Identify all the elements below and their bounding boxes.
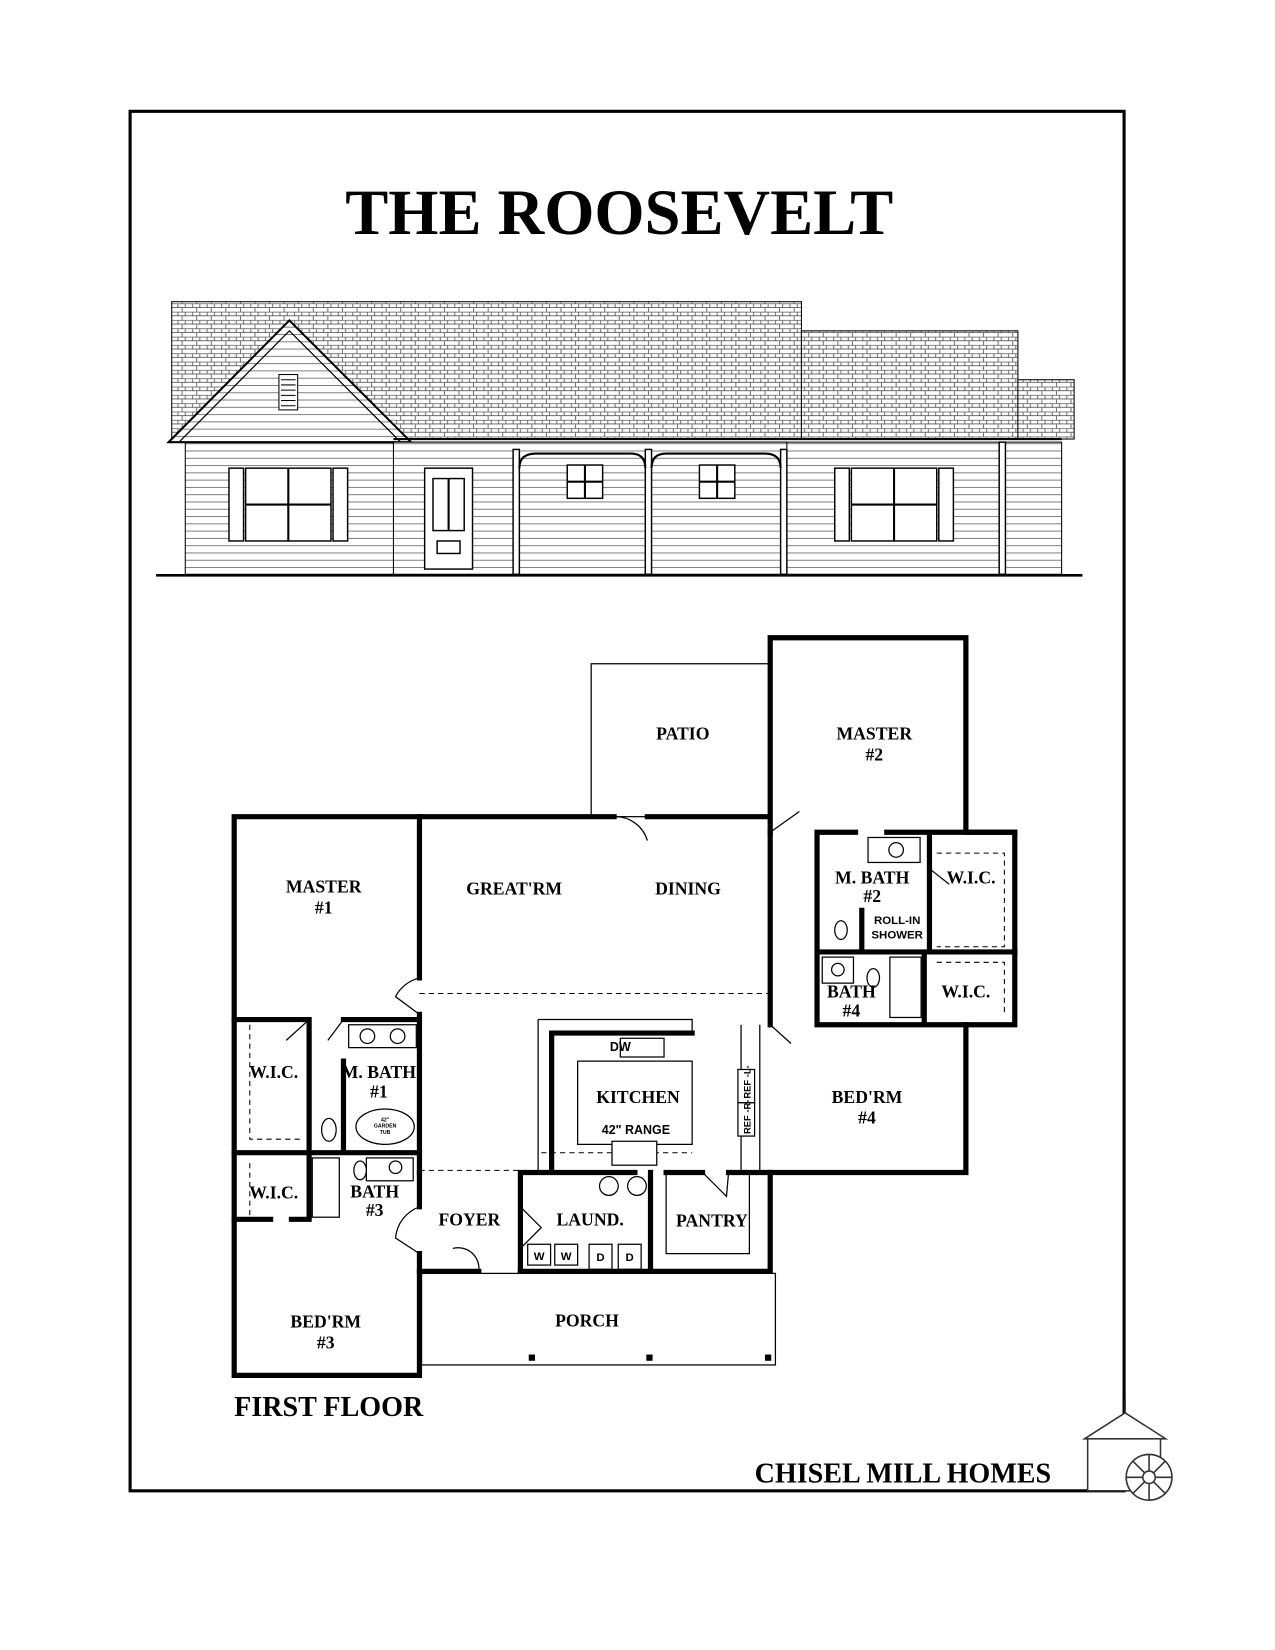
room-wic-bedroom-4: W.I.C.: [941, 982, 990, 1002]
room-laundry: LAUND.: [557, 1210, 624, 1230]
range-label: 42" RANGE: [602, 1123, 670, 1137]
room-bedroom-3: BED'RM#3: [290, 1311, 361, 1352]
room-wic-master-2: W.I.C.: [947, 867, 996, 887]
room-master-bath-1: M. BATH#1: [342, 1062, 417, 1102]
room-master-bath-2: M. BATH#2: [835, 867, 910, 906]
room-foyer: FOYER: [438, 1210, 500, 1230]
washer-label: W: [534, 1251, 545, 1263]
mill-logo-icon: [1081, 1399, 1173, 1501]
room-wic-bedroom-3: W.I.C.: [249, 1182, 298, 1202]
room-bedroom-4: BED'RM#4: [832, 1087, 903, 1128]
dishwasher-label: DW: [610, 1040, 631, 1054]
dryer-label: D: [626, 1252, 634, 1264]
room-pantry: PANTRY: [676, 1211, 748, 1231]
room-dining: DINING: [655, 879, 721, 899]
room-porch: PORCH: [555, 1310, 619, 1330]
plan-title: THE ROOSEVELT: [345, 177, 893, 248]
washer-label: W: [561, 1251, 572, 1263]
room-bath-3: BATH#3: [350, 1181, 399, 1220]
room-master-2: MASTER#2: [836, 724, 912, 765]
room-bath-4: BATH#4: [827, 982, 876, 1021]
room-kitchen: KITCHEN: [596, 1087, 680, 1107]
dryer-label: D: [596, 1252, 604, 1264]
room-patio: PATIO: [656, 724, 709, 744]
floor-plan: [231, 635, 1018, 1378]
floor-caption: FIRST FLOOR: [234, 1392, 424, 1423]
front-elevation: [156, 301, 1083, 577]
refrigerator-left-label: REF -L-: [742, 1065, 752, 1098]
company-name: CHISEL MILL HOMES: [755, 1459, 1052, 1490]
room-great-room: GREAT'RM: [466, 879, 562, 899]
room-wic-master-1: W.I.C.: [249, 1062, 298, 1082]
refrigerator-right-label: REF -R-: [742, 1100, 752, 1134]
room-master-1: MASTER#1: [286, 877, 362, 918]
sheet-border: [128, 109, 1126, 1493]
